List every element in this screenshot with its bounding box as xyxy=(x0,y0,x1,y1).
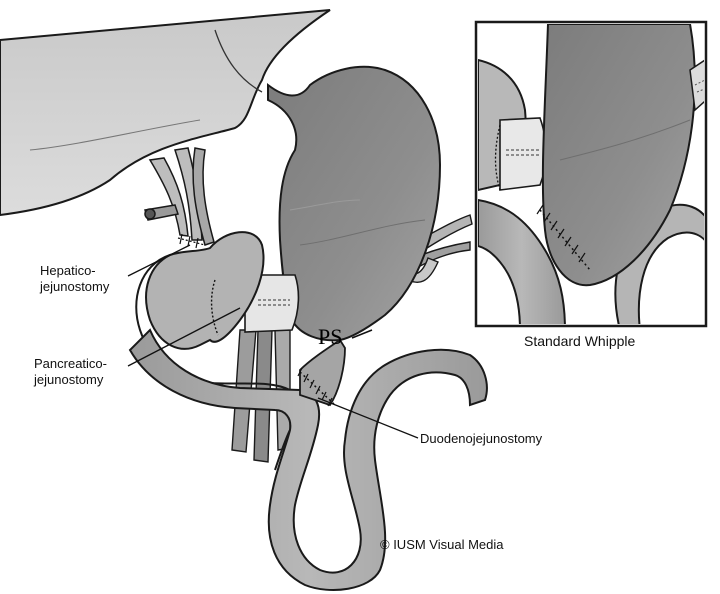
efferent-limb xyxy=(128,328,488,591)
inset-caption: Standard Whipple xyxy=(524,333,636,349)
copyright-credit: © IUSM Visual Media xyxy=(380,537,504,552)
label-ps: PS xyxy=(318,324,343,349)
liver xyxy=(0,9,331,217)
inset-standard-whipple xyxy=(474,20,708,328)
duodenal-stump xyxy=(299,338,346,407)
pancreas-remnant xyxy=(244,274,300,333)
leader-duodeno xyxy=(317,397,419,439)
label-duodenojejunostomy: Duodenojejunostomy xyxy=(420,431,543,446)
bile-duct-vessels xyxy=(144,147,215,246)
label-pancreatico-line2: jejunostomy xyxy=(34,372,104,387)
main-anatomy xyxy=(0,9,488,591)
label-pancreatico-line1: Pancreatico- xyxy=(34,356,107,371)
label-hepatico-line1: Hepatico- xyxy=(40,263,96,278)
leader-pancreatico xyxy=(127,307,241,367)
label-hepatico-line2: jejunostomy xyxy=(40,279,110,294)
leader-hepatico xyxy=(127,244,191,277)
stomach xyxy=(267,65,442,342)
